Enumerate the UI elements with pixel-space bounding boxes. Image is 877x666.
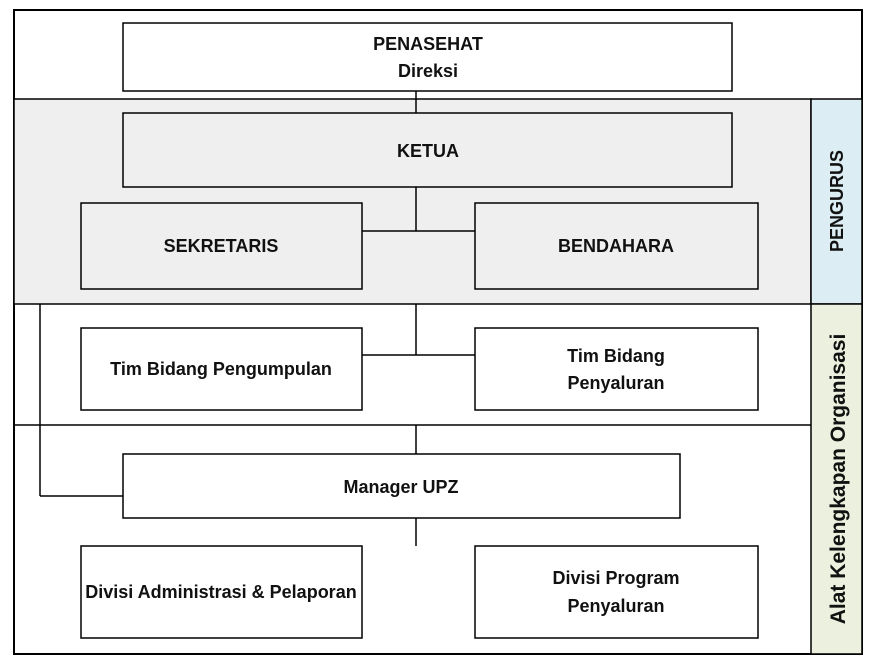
divisi-program-line1: Divisi Program <box>552 568 679 588</box>
sekretaris-label: SEKRETARIS <box>164 236 279 256</box>
penasehat-title: PENASEHAT <box>373 34 483 54</box>
penasehat-box: PENASEHAT Direksi <box>122 22 733 92</box>
divisi-program-box: Divisi Program Penyaluran <box>474 545 759 639</box>
penasehat-subtitle: Direksi <box>398 61 458 81</box>
sekretaris-box: SEKRETARIS <box>80 202 363 290</box>
alat-side-panel <box>810 303 863 655</box>
divisi-admin-label: Divisi Administrasi & Pelaporan <box>85 582 356 602</box>
tim-penyaluran-line2: Penyaluran <box>567 373 664 393</box>
alat-side-label: Alat Kelengkapan Organisasi <box>827 334 850 625</box>
tim-pengumpulan-label: Tim Bidang Pengumpulan <box>110 359 332 379</box>
divisi-admin-box: Divisi Administrasi & Pelaporan <box>80 545 363 639</box>
pengurus-side-label: PENGURUS <box>827 150 847 252</box>
ketua-label: KETUA <box>397 141 459 161</box>
ketua-box: KETUA <box>122 112 733 188</box>
bendahara-label: BENDAHARA <box>558 236 674 256</box>
tim-penyaluran-box: Tim Bidang Penyaluran <box>474 327 759 411</box>
bendahara-box: BENDAHARA <box>474 202 759 290</box>
pengurus-side-panel <box>810 98 863 305</box>
tim-penyaluran-line1: Tim Bidang <box>567 346 665 366</box>
tim-pengumpulan-box: Tim Bidang Pengumpulan <box>80 327 363 411</box>
manager-upz-label: Manager UPZ <box>343 477 458 497</box>
manager-upz-box: Manager UPZ <box>122 453 681 519</box>
divisi-program-line2: Penyaluran <box>567 596 664 616</box>
